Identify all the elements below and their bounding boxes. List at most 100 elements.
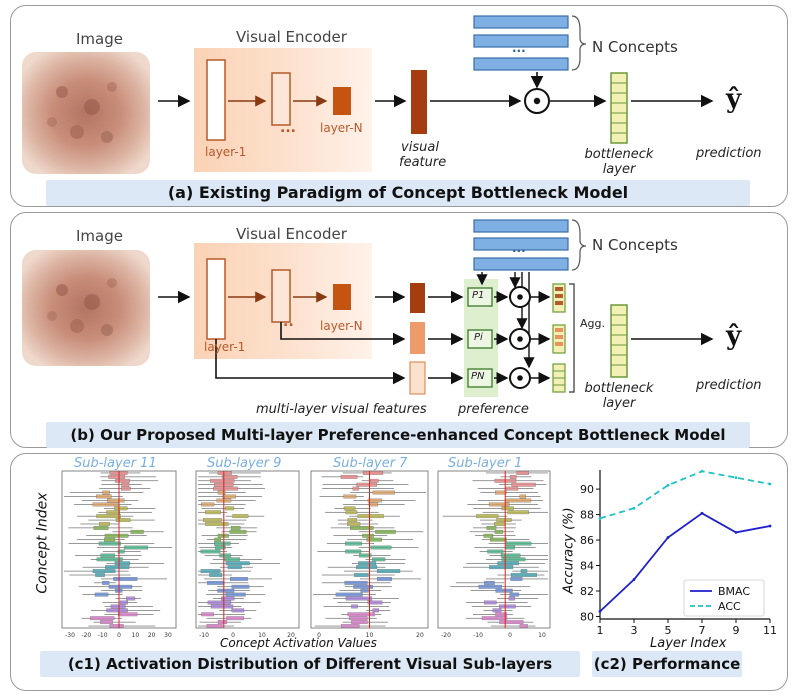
- box: [201, 502, 215, 507]
- tick-label: -20: [81, 632, 91, 639]
- box: [499, 620, 524, 625]
- data-point-acc: [598, 516, 602, 520]
- tick-label: 20: [416, 632, 424, 639]
- series-line-bmac: [599, 512, 771, 613]
- box: [119, 600, 128, 605]
- caption-a: (a) Existing Paradigm of Concept Bottlen…: [46, 180, 750, 206]
- box: [341, 624, 360, 628]
- box: [106, 608, 128, 613]
- data-point-acc: [734, 476, 738, 480]
- data-point-acc: [768, 482, 772, 486]
- box: [484, 600, 497, 605]
- box: [476, 514, 499, 519]
- box: [508, 596, 516, 601]
- box: [214, 537, 222, 542]
- feature-layer-i-b: [410, 322, 425, 354]
- box: [356, 482, 377, 487]
- data-point-bmac: [700, 511, 704, 515]
- box: [372, 490, 395, 495]
- box: [217, 620, 228, 625]
- tick-label: 0: [317, 632, 321, 639]
- x-tick-label: 9: [733, 624, 740, 637]
- box: [203, 518, 222, 522]
- box: [213, 541, 231, 546]
- multi-layer-label-b: multi-layer visual features: [256, 402, 427, 417]
- box: [231, 584, 250, 589]
- box: [489, 565, 514, 570]
- box: [344, 580, 368, 585]
- box: [495, 490, 507, 495]
- data-point-acc: [700, 469, 704, 473]
- box: [347, 612, 375, 617]
- layer-N-label-b: layer-N: [320, 319, 363, 333]
- box: [204, 510, 222, 515]
- preference-p1-text-b: P1: [472, 290, 485, 301]
- feature-layer-N-b: [410, 283, 425, 313]
- box: [231, 608, 245, 613]
- box: [114, 561, 131, 566]
- box: [500, 553, 521, 558]
- layer-1-block-a: [206, 59, 226, 141]
- concept-bar-2-b: [473, 237, 569, 251]
- box: [370, 545, 392, 550]
- box: [351, 620, 368, 625]
- y-tick-label: 80: [580, 610, 594, 623]
- preference-pi-text-b: Pi: [474, 332, 483, 343]
- concept-bar-1-b: [473, 219, 569, 233]
- box: [367, 600, 383, 605]
- box: [113, 577, 138, 581]
- box: [92, 569, 116, 574]
- box: [511, 482, 536, 487]
- preference-pn-text-b: PN: [471, 371, 485, 382]
- box: [102, 490, 110, 495]
- concepts-brace-a: [571, 15, 587, 71]
- layer-N-label-a: layer-N: [320, 121, 363, 135]
- layer-N-block-a: [333, 87, 351, 115]
- concept-bar-2-a: [473, 34, 569, 48]
- concepts-label-b: N Concepts: [592, 236, 678, 254]
- box: [207, 600, 232, 605]
- box: [340, 474, 358, 479]
- tick-label: 0: [231, 632, 235, 639]
- small-bottleneck-n-b: [552, 363, 566, 393]
- agg-bracket-b: [569, 283, 575, 393]
- box: [349, 616, 368, 621]
- y-hat-b: ŷ: [726, 321, 742, 351]
- box: [200, 549, 221, 554]
- bottleneck-label-a: bottleneck layer: [572, 147, 666, 177]
- box: [509, 592, 520, 597]
- preference-label-b: preference: [458, 402, 529, 417]
- box: [225, 561, 250, 566]
- box: [96, 514, 121, 519]
- tick-label: 10: [366, 632, 374, 639]
- box: [490, 537, 507, 542]
- box: [105, 565, 130, 570]
- box: [345, 510, 358, 515]
- tick-label: 10: [258, 632, 266, 639]
- caption-c2: (c2) Performance: [592, 651, 742, 677]
- box: [121, 482, 130, 487]
- y-tick-label: 82: [580, 585, 594, 598]
- box: [100, 553, 115, 558]
- tick-label: -10: [473, 632, 483, 639]
- bottleneck-layer-a: [610, 72, 628, 144]
- bottleneck-line2-a: layer: [602, 162, 636, 177]
- x-tick-label: 1: [597, 624, 604, 637]
- box: [351, 604, 358, 609]
- box: [520, 569, 528, 574]
- visual-encoder-label-a: Visual Encoder: [236, 28, 347, 46]
- box: [366, 537, 382, 542]
- box: [114, 506, 128, 511]
- box: [353, 584, 373, 589]
- concept-bar-3-a: [473, 57, 569, 71]
- box: [106, 498, 125, 503]
- box: [217, 471, 232, 475]
- box: [109, 624, 124, 628]
- box: [372, 557, 386, 562]
- tick-label: -10: [98, 632, 108, 639]
- box: [93, 525, 109, 530]
- box: [483, 533, 494, 538]
- visual-feature-line2-a: feature: [399, 155, 447, 170]
